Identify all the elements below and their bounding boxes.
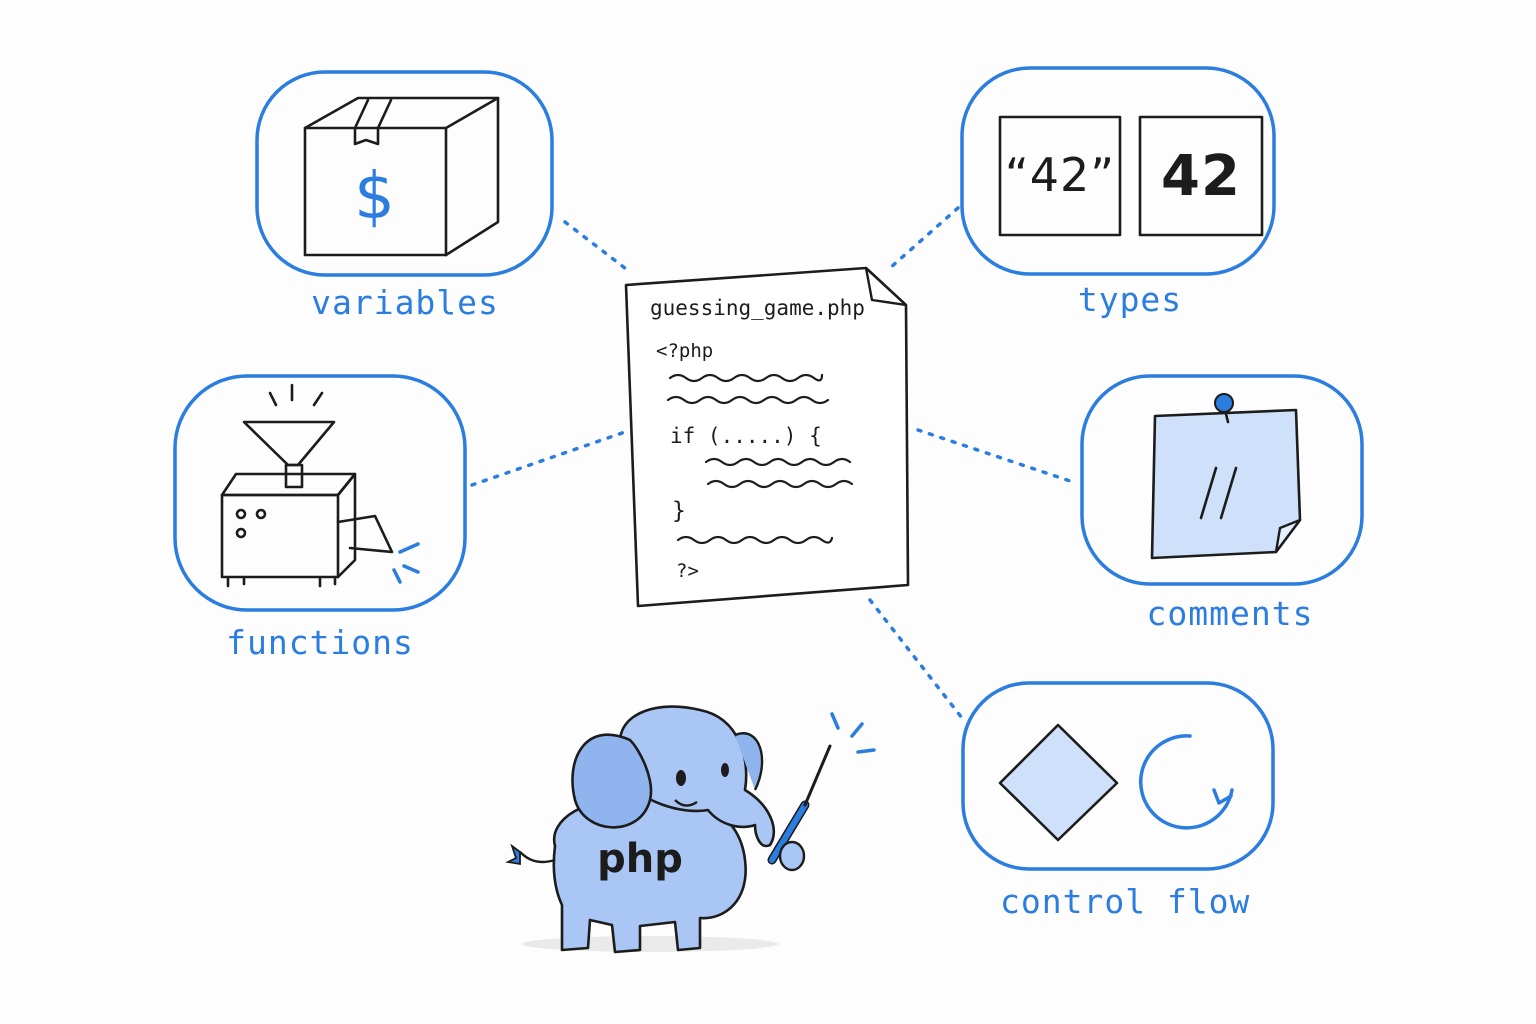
mascot-text: php <box>597 836 683 882</box>
string-value: “42” <box>1004 148 1116 202</box>
label-types: types <box>1077 280 1183 319</box>
flow-icon <box>998 723 1234 842</box>
connector-types <box>888 206 960 270</box>
connector-control-flow <box>868 598 964 720</box>
frame-comments <box>1080 374 1364 586</box>
frame-types <box>960 66 1276 276</box>
int-value: 42 <box>1161 144 1241 209</box>
sticky-note-icon <box>1150 393 1302 560</box>
concept-frames <box>173 66 1364 871</box>
types-icon <box>998 115 1264 237</box>
label-functions: functions <box>226 623 414 662</box>
file-name: guessing_game.php <box>650 296 865 320</box>
code-open-tag: <?php <box>656 340 714 362</box>
dollar-symbol: $ <box>354 160 396 234</box>
code-close-tag: ?> <box>676 560 699 582</box>
code-close-brace: } <box>672 498 686 524</box>
label-control-flow: control flow <box>1000 882 1251 921</box>
frame-variables <box>255 70 554 277</box>
label-variables: variables <box>311 283 499 322</box>
machine-icon <box>220 383 420 588</box>
frame-functions <box>173 374 467 612</box>
php-file-icon <box>624 266 910 608</box>
connector-comments <box>916 428 1078 485</box>
connectors <box>470 206 1078 720</box>
connector-variables <box>563 220 632 274</box>
code-if-line: if (.....) { <box>670 424 822 448</box>
label-comments: comments <box>1146 594 1314 633</box>
box-icon <box>303 96 500 257</box>
frame-control-flow <box>961 681 1275 871</box>
connector-functions <box>470 430 627 487</box>
elephant-mascot <box>505 705 876 954</box>
